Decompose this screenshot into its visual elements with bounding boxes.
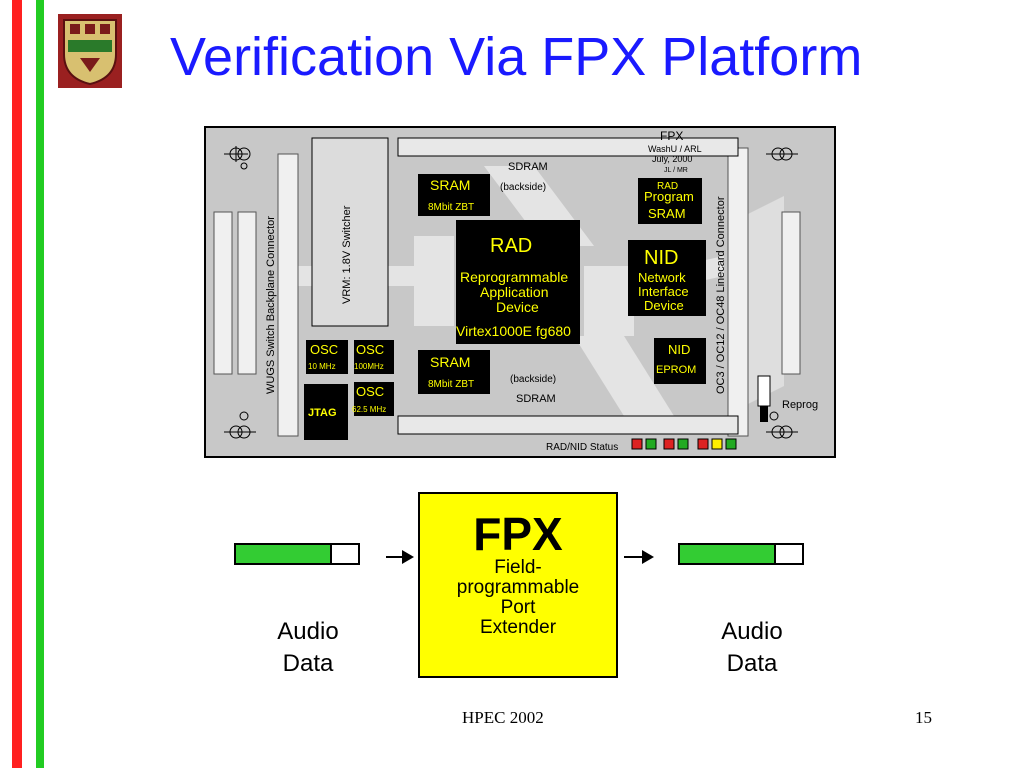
sram-top-sub: 8Mbit ZBT <box>428 202 474 213</box>
fpx-block-description: Field- programmable Port Extender <box>456 557 580 638</box>
rad-program-2: Program <box>644 189 694 204</box>
status-label: RAD/NID Status <box>546 442 618 453</box>
vrm-label: VRM: 1.8V Switcher <box>341 205 353 304</box>
status-led-icon <box>631 438 737 450</box>
fpx-block-title: FPX <box>473 508 563 560</box>
rad-line2: Application <box>480 284 549 300</box>
board-fpx-label: FPX <box>660 129 683 143</box>
nid-line1: Network <box>638 270 686 285</box>
sram-top-title: SRAM <box>430 177 470 193</box>
nid-eprom-1: NID <box>668 342 690 357</box>
rad-title: RAD <box>490 235 532 257</box>
backside-top-label: (backside) <box>500 182 546 193</box>
left-green-stripe <box>36 0 44 768</box>
mounting-hole-icon <box>224 146 251 162</box>
sram-bottom-title: SRAM <box>430 354 470 370</box>
right-audio-bar-cap <box>774 545 802 563</box>
left-arrow-icon <box>386 550 414 564</box>
rad-program-3: SRAM <box>648 206 686 221</box>
page-title: Verification Via FPX Platform <box>170 27 863 87</box>
rad-program-1: RAD <box>657 181 678 192</box>
right-arrow-icon <box>624 550 654 564</box>
footer-conference: HPEC 2002 <box>462 708 544 727</box>
sdram-bottom-label: SDRAM <box>516 393 556 405</box>
sram-bottom-sub: 8Mbit ZBT <box>428 379 474 390</box>
osc2-label: OSC <box>356 342 384 357</box>
left-audio-stream-bar <box>234 543 360 565</box>
backside-bottom-label: (backside) <box>510 374 556 385</box>
linecard-connector-label: OC3 / OC12 / OC48 Linecard Connector <box>715 196 727 394</box>
osc3-label: OSC <box>356 384 384 399</box>
reprog-label: Reprog <box>782 399 818 411</box>
rad-line1: Reprogrammable <box>460 269 568 285</box>
university-crest-logo <box>58 14 122 88</box>
osc1-freq: 10 MHz <box>308 362 336 371</box>
rad-part-number: Virtex1000E fg680 <box>456 323 571 339</box>
board-washu-label: WashU / ARL <box>648 144 702 154</box>
jtag-label: JTAG <box>308 407 337 419</box>
board-date-label: July, 2000 <box>652 154 692 164</box>
board-initials-label: JL / MR <box>664 167 688 174</box>
osc2-freq: 100MHz <box>354 362 384 371</box>
sdram-top-label: SDRAM <box>508 161 548 173</box>
backplane-pin-columns <box>213 147 801 437</box>
left-red-stripe <box>12 0 22 768</box>
right-audio-stream-bar <box>678 543 804 565</box>
left-audio-label: Audio Data <box>277 618 339 677</box>
nid-line2: Interface <box>638 284 689 299</box>
right-audio-label: Audio Data <box>721 618 783 677</box>
left-audio-bar-cap <box>330 545 358 563</box>
osc1-label: OSC <box>310 342 338 357</box>
osc3-freq: 62.5 MHz <box>352 405 386 414</box>
rad-line3: Device <box>496 299 539 315</box>
nid-line3: Device <box>644 298 684 313</box>
nid-title: NID <box>644 247 678 269</box>
footer-page-number: 15 <box>915 708 932 727</box>
fpx-block: FPX Field- programmable Port Extender <box>418 492 618 678</box>
fpx-board-diagram: VRM: 1.8V Switcher WUGS Switch Backplane… <box>204 126 836 458</box>
nid-eprom-2: EPROM <box>656 364 696 376</box>
wugs-connector-label: WUGS Switch Backplane Connector <box>265 216 277 394</box>
